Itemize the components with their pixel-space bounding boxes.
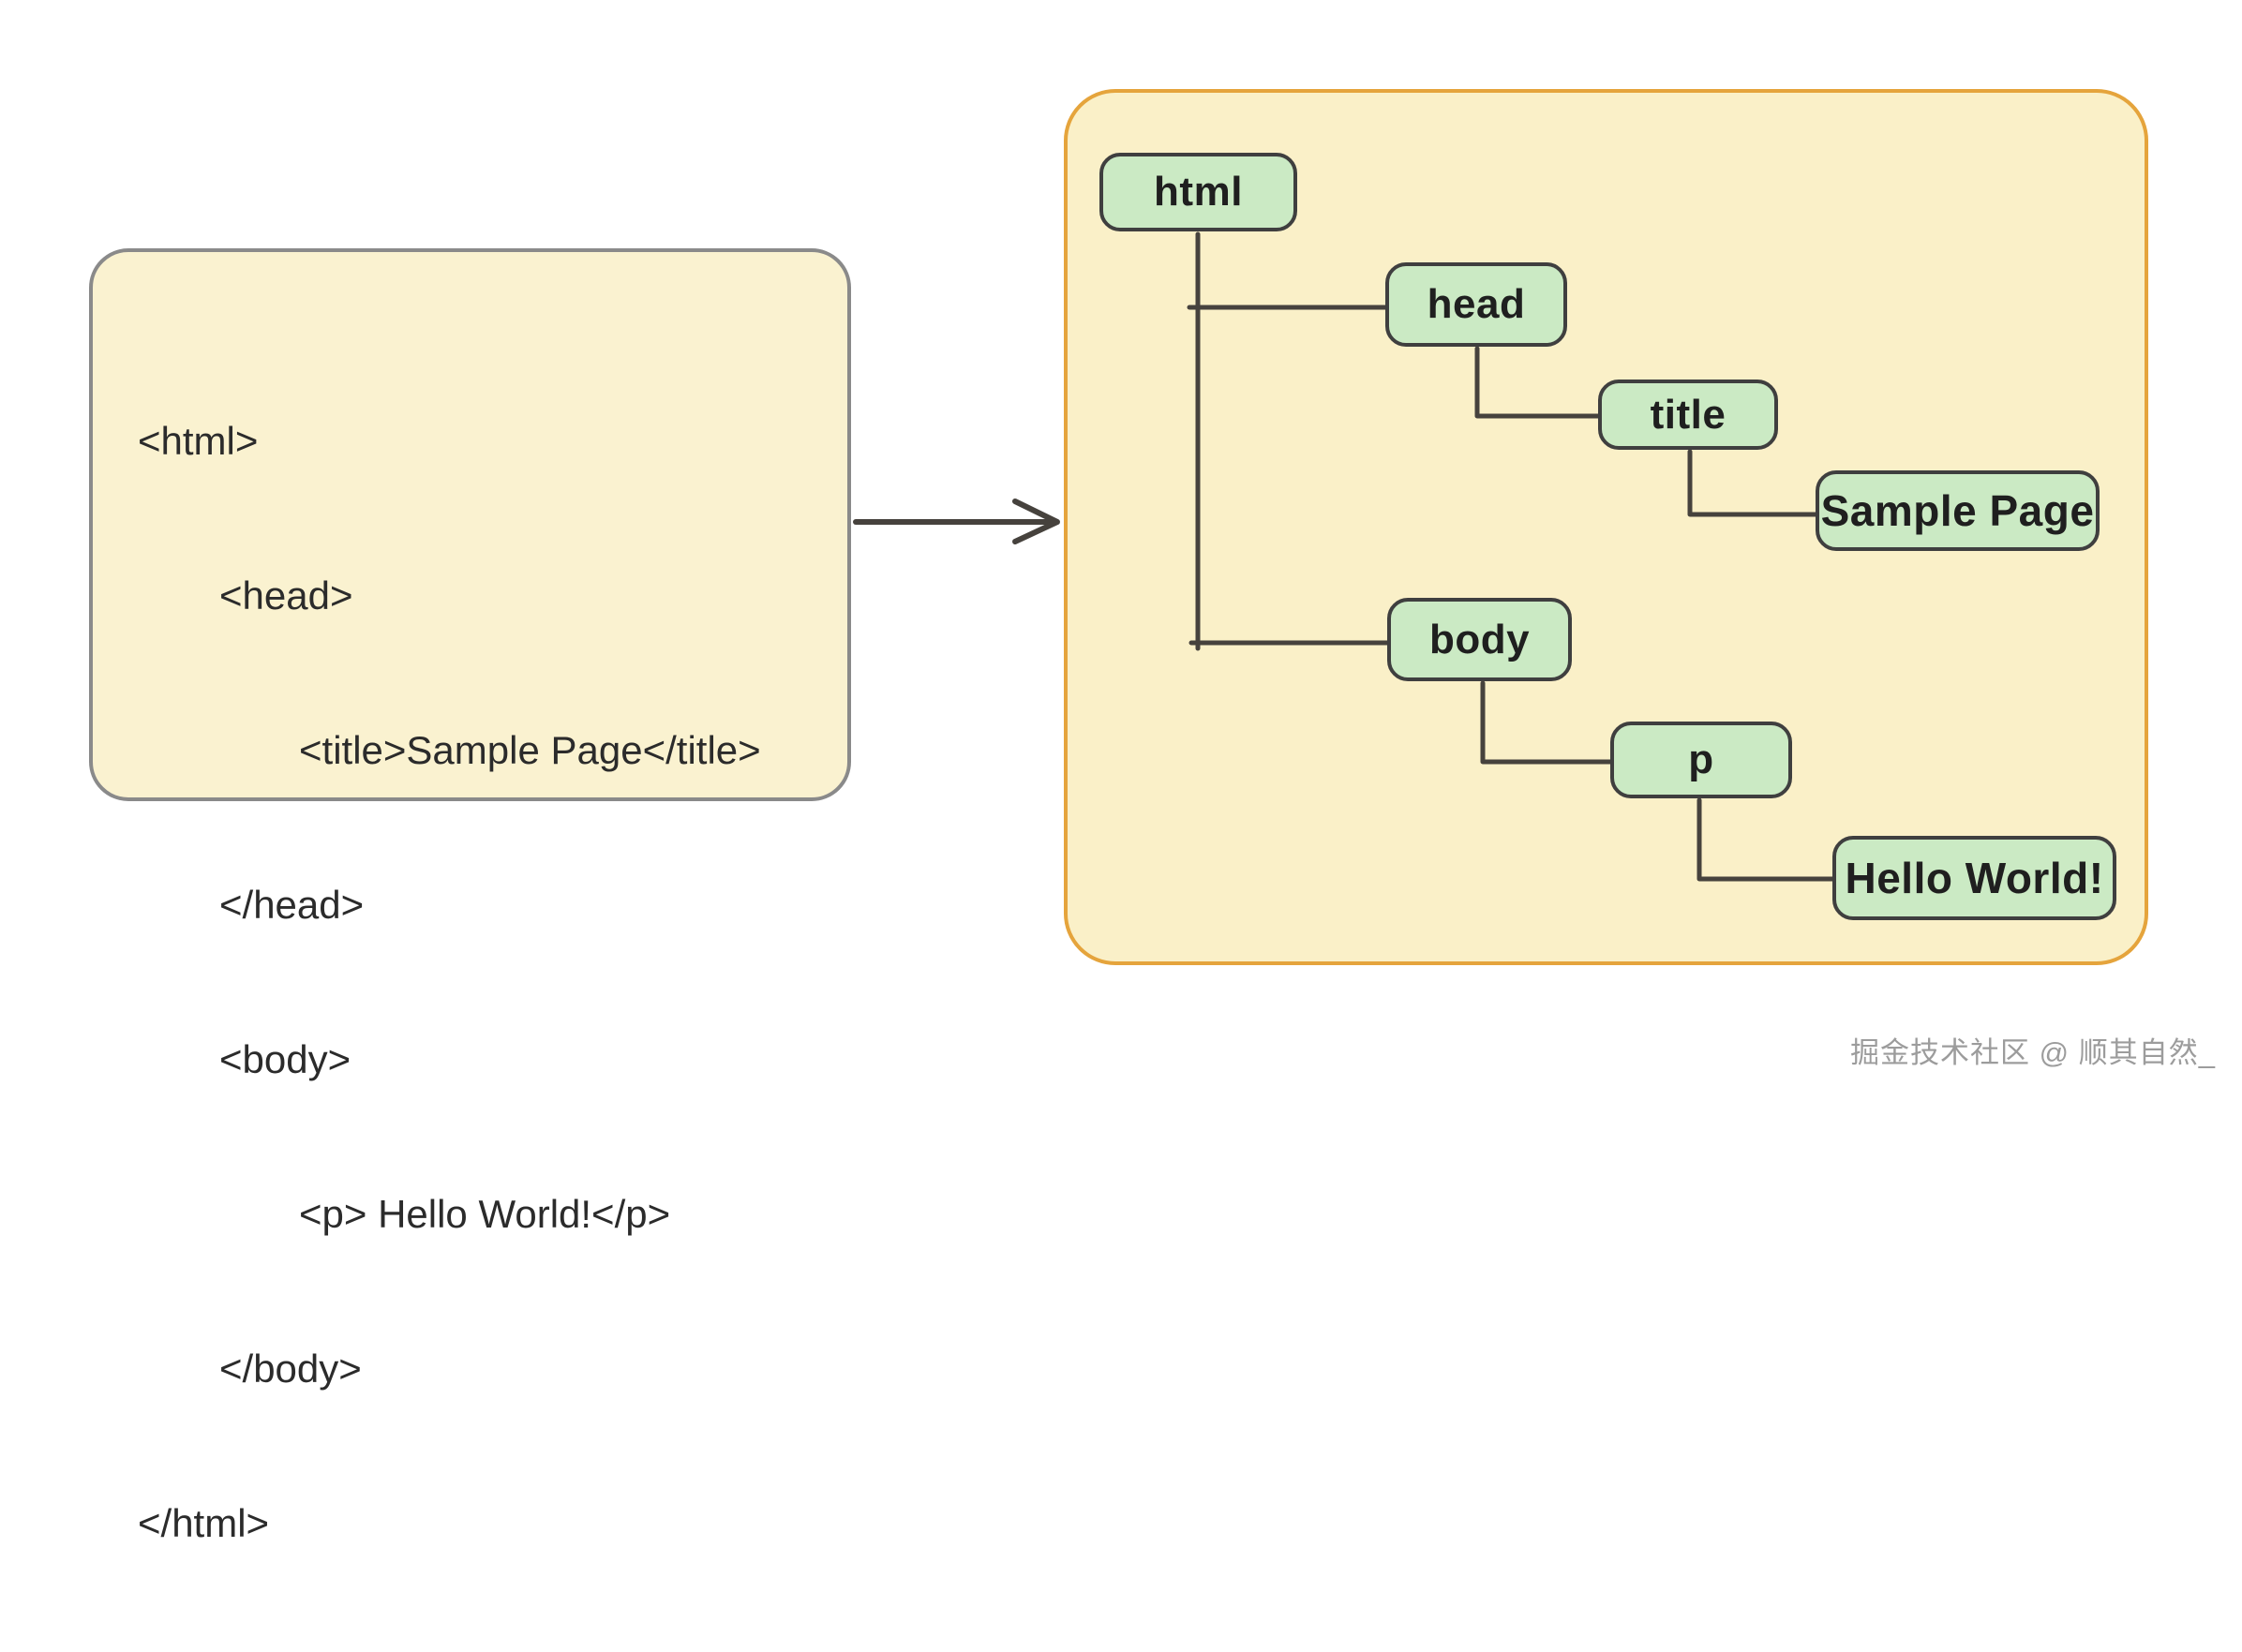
code-line-body-open: <body> [219, 1037, 351, 1081]
code-line-title: <title>Sample Page</title> [299, 728, 761, 772]
tree-node-hello-world: Hello World! [1832, 836, 2116, 920]
watermark: 掘金技术社区 @ 顺其自然_ [1850, 1036, 2216, 1069]
tree-node-body: body [1387, 598, 1572, 681]
code-line-html-close: </html> [138, 1501, 270, 1545]
tree-node-sample-page: Sample Page [1816, 470, 2100, 551]
tree-node-html: html [1099, 153, 1297, 231]
code-panel: <html> <head> <title>Sample Page</title>… [89, 248, 851, 1545]
code-block: <html> <head> <title>Sample Page</title>… [138, 312, 829, 1652]
tree-node-head: head [1385, 262, 1567, 347]
arrow-head [1012, 499, 1060, 544]
dom-tree-diagram: <html> <head> <title>Sample Page</title>… [89, 89, 2216, 1545]
code-line-body-close: </body> [219, 1347, 362, 1391]
code-line-paragraph: <p> Hello World!</p> [299, 1192, 671, 1236]
tree-node-p: p [1610, 722, 1792, 798]
code-line-head-close: </head> [219, 883, 365, 927]
code-line-head-open: <head> [219, 573, 353, 618]
code-line-html-open: <html> [138, 419, 259, 463]
tree-node-title: title [1598, 380, 1778, 450]
